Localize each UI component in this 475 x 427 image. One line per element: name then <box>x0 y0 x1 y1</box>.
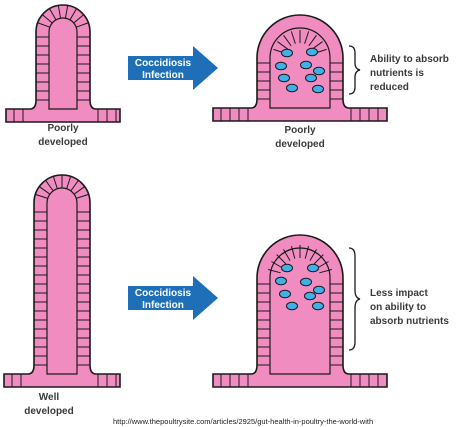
bottom-annotation-line3: absorb nutrients <box>370 316 449 327</box>
coccidia-parasite <box>287 302 298 310</box>
bottom-left-villus <box>4 175 120 387</box>
bottom-arrow-label-line2: Infection <box>142 300 184 311</box>
top-annotation-line3: reduced <box>370 82 409 93</box>
bottom-arrow-label-line1: Coccidiosis <box>135 288 192 299</box>
coccidia-parasite <box>280 290 291 298</box>
coccidia-parasite <box>313 302 324 310</box>
bottom-left-villus-core <box>47 188 77 374</box>
coccidia-parasite <box>282 264 293 272</box>
top-left-label-line2: developed <box>38 137 87 148</box>
bottom-left-label-line2: developed <box>24 406 73 417</box>
coccidia-parasite <box>279 74 290 82</box>
bottom-left-label-line1: Well <box>39 392 60 403</box>
coccidia-parasite <box>305 292 316 300</box>
coccidia-parasite <box>301 278 312 286</box>
top-annotation-line2: nutrients is <box>370 68 424 79</box>
coccidia-parasite <box>313 85 324 93</box>
bottom-annotation-line2: on ability to <box>370 302 426 313</box>
coccidia-parasite <box>314 67 325 75</box>
source-url: http://www.thepoultrysite.com/articles/2… <box>113 417 373 426</box>
coccidia-parasite <box>282 49 293 57</box>
coccidia-parasite <box>307 48 318 56</box>
top-left-villus <box>6 5 120 122</box>
top-infection-arrow: Coccidiosis Infection <box>128 46 218 90</box>
coccidia-parasite <box>301 61 312 69</box>
top-arrow-label-line1: Coccidiosis <box>135 58 192 69</box>
top-right-label-line2: developed <box>275 139 324 150</box>
bottom-annotation-line1: Less impact <box>370 288 428 299</box>
bottom-annotation-brace <box>349 248 360 350</box>
coccidia-parasite <box>276 277 287 285</box>
coccidia-parasite <box>276 62 287 70</box>
top-right-villus <box>213 15 387 121</box>
top-annotation-brace <box>349 46 360 94</box>
coccidia-parasite <box>287 84 298 92</box>
coccidia-parasite <box>306 74 317 82</box>
top-arrow-label-line2: Infection <box>142 70 184 81</box>
top-right-label-line1: Poorly <box>284 125 316 136</box>
coccidia-parasite <box>314 286 325 294</box>
bottom-right-villus-core <box>270 248 330 374</box>
top-left-label-line1: Poorly <box>47 123 79 134</box>
top-annotation-line1: Ability to absorb <box>370 54 449 65</box>
bottom-right-villus <box>213 235 387 387</box>
bottom-infection-arrow: Coccidiosis Infection <box>128 276 218 320</box>
coccidia-parasite <box>308 264 319 272</box>
top-left-villus-core <box>49 18 77 109</box>
